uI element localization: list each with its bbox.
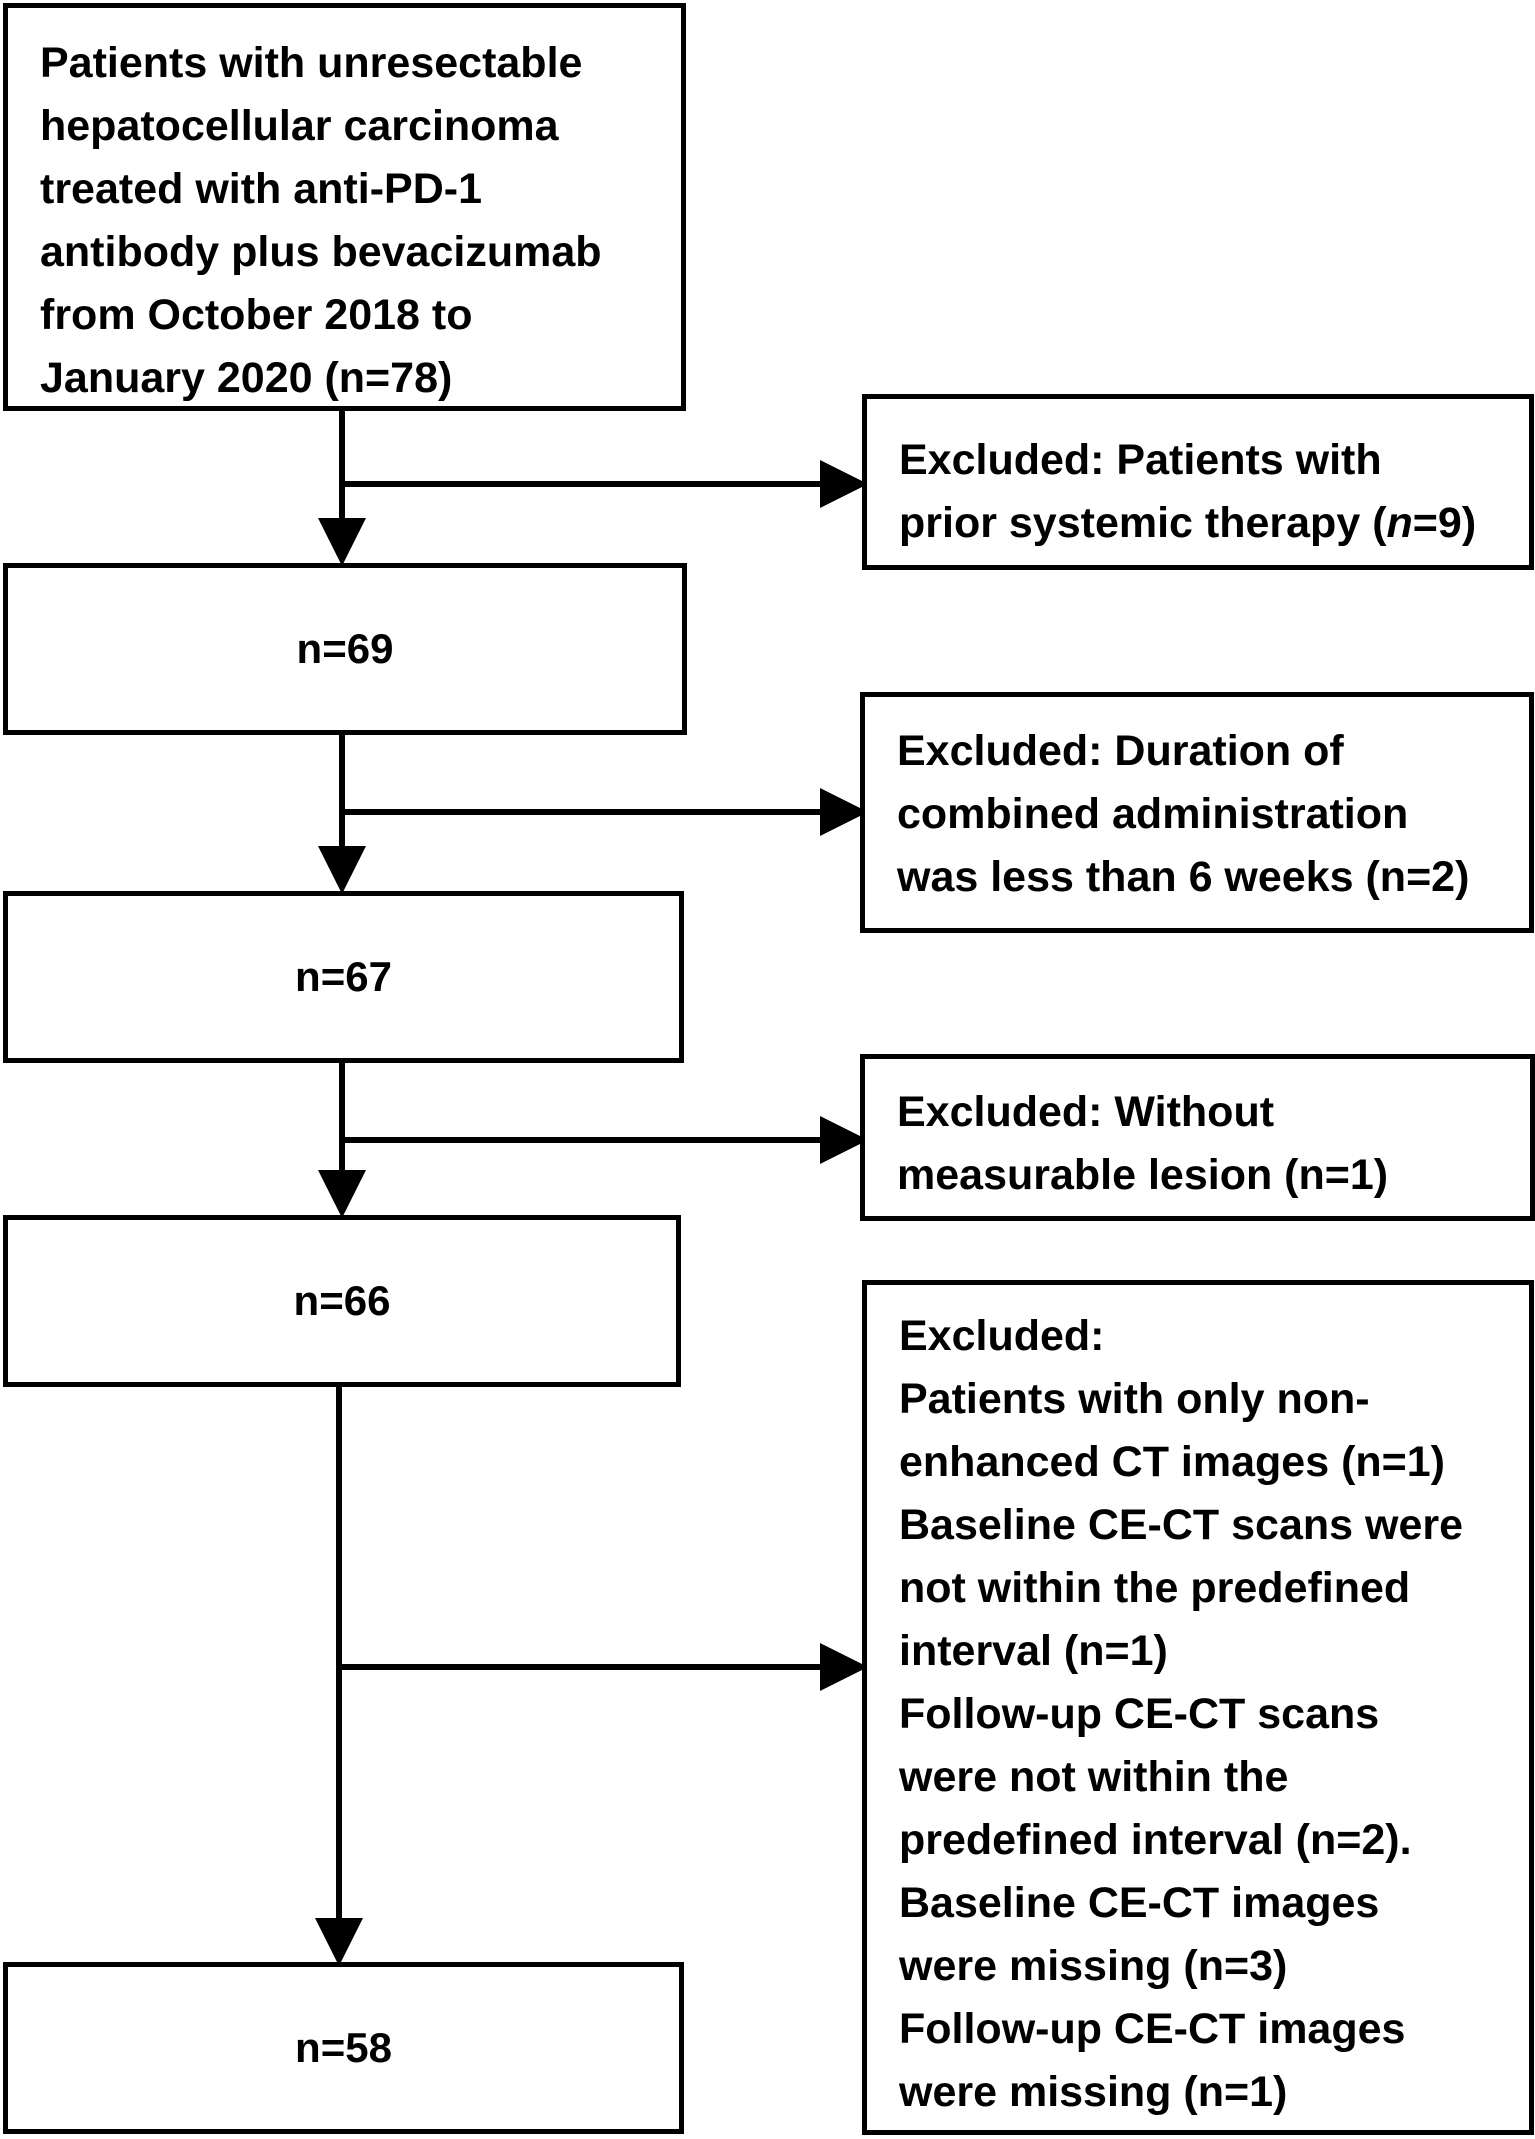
exclusion-line: prior systemic therapy (n=9) xyxy=(899,499,1477,547)
exclusion-line: Excluded: xyxy=(899,1312,1105,1360)
exclusion-line: was less than 6 weeks (n=2) xyxy=(897,853,1470,901)
start-line: Patients with unresectable xyxy=(40,39,583,87)
exclusion-box-2: Excluded: Duration of combined administr… xyxy=(860,692,1534,933)
exclusion-line: not within the predefined xyxy=(899,1564,1411,1612)
start-line: hepatocellular carcinoma xyxy=(40,102,559,150)
step-count: n=58 xyxy=(295,2024,392,2071)
exclusion-line: Follow-up CE-CT images xyxy=(899,2005,1406,2053)
exclusion-line: measurable lesion (n=1) xyxy=(897,1151,1389,1199)
exclusion-line: were missing (n=1) xyxy=(899,2068,1288,2116)
exclusion-text: Excluded: Patients with prior systemic t… xyxy=(899,429,1476,555)
step-box-n67: n=67 xyxy=(3,891,684,1063)
start-line: from October 2018 to xyxy=(40,291,473,339)
exclusion-line: combined administration xyxy=(897,790,1409,838)
exclusion-line: Excluded: Duration of xyxy=(897,727,1344,775)
exclusion-line: were not within the xyxy=(899,1753,1289,1801)
exclusion-box-1: Excluded: Patients with prior systemic t… xyxy=(862,394,1534,570)
exclusion-line: Baseline CE-CT scans were xyxy=(899,1501,1464,1549)
step-box-n69: n=69 xyxy=(3,563,687,735)
exclusion-line: Patients with only non- xyxy=(899,1375,1370,1423)
exclusion-text: Excluded: Duration of combined administr… xyxy=(897,720,1469,909)
exclusion-line: Baseline CE-CT images xyxy=(899,1879,1380,1927)
exclusion-line: Follow-up CE-CT scans xyxy=(899,1690,1380,1738)
start-line: antibody plus bevacizumab xyxy=(40,228,602,276)
start-box: Patients with unresectable hepatocellula… xyxy=(3,3,686,411)
exclusion-line: enhanced CT images (n=1) xyxy=(899,1438,1446,1486)
exclusion-line: interval (n=1) xyxy=(899,1627,1168,1675)
exclusion-text: Excluded: Without measurable lesion (n=1… xyxy=(897,1081,1388,1207)
exclusion-line: predefined interval (n=2). xyxy=(899,1816,1412,1864)
exclusion-box-4: Excluded: Patients with only non- enhanc… xyxy=(862,1280,1534,2135)
step-box-n66: n=66 xyxy=(3,1215,681,1387)
start-box-text: Patients with unresectable hepatocellula… xyxy=(40,32,602,410)
exclusion-line: Excluded: Without xyxy=(897,1088,1275,1136)
step-box-n58: n=58 xyxy=(3,1962,684,2134)
exclusion-line: were missing (n=3) xyxy=(899,1942,1288,1990)
start-line: treated with anti-PD-1 xyxy=(40,165,482,213)
exclusion-box-3: Excluded: Without measurable lesion (n=1… xyxy=(860,1054,1535,1221)
step-count: n=67 xyxy=(295,953,392,1000)
step-count: n=69 xyxy=(296,625,394,672)
step-count: n=66 xyxy=(293,1277,391,1324)
start-line: January 2020 (n=78) xyxy=(40,354,453,402)
exclusion-text: Excluded: Patients with only non- enhanc… xyxy=(899,1305,1463,2124)
exclusion-line: Excluded: Patients with xyxy=(899,436,1382,484)
